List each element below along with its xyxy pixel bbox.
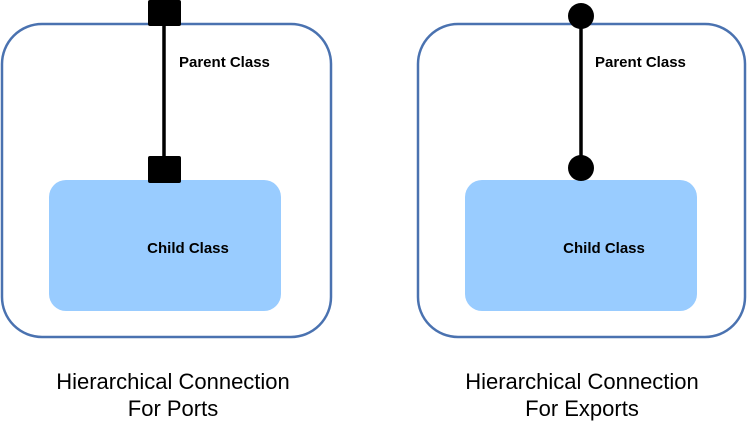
parent-export-circle — [568, 3, 594, 29]
child-class-label: Child Class — [563, 240, 645, 257]
parent-class-label: Parent Class — [595, 54, 686, 71]
caption-line-1: Hierarchical Connection — [56, 369, 290, 394]
caption-line-1: Hierarchical Connection — [465, 369, 699, 394]
child-port-square — [148, 156, 181, 183]
parent-class-label: Parent Class — [179, 54, 270, 71]
child-class-box — [465, 180, 697, 311]
child-class-box — [49, 180, 281, 311]
exports-panel: Parent Class Child Class Hierarchical Co… — [416, 3, 747, 421]
caption-line-2: For Ports — [128, 396, 218, 421]
child-class-label: Child Class — [147, 240, 229, 257]
ports-panel: Parent Class Child Class Hierarchical Co… — [0, 0, 333, 421]
child-export-circle — [568, 155, 594, 181]
parent-port-square — [148, 0, 181, 26]
caption-line-2: For Exports — [525, 396, 639, 421]
